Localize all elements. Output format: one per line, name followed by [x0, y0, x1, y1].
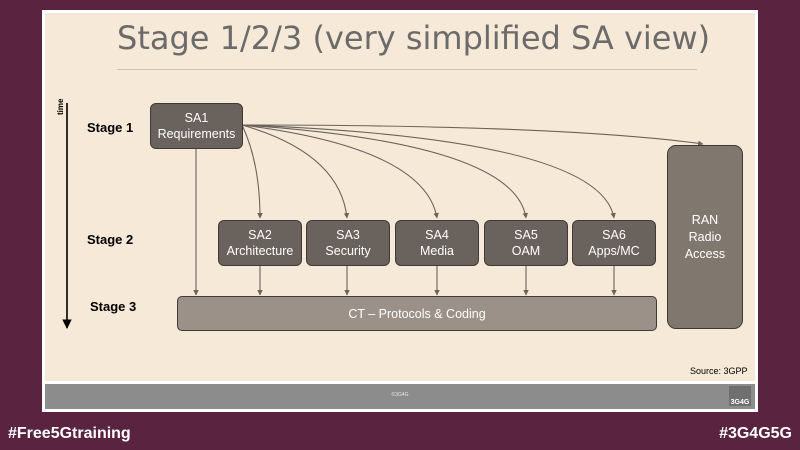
- source-note: Source: 3GPP: [690, 366, 748, 376]
- ct-protocols-coding-box: CT – Protocols & Coding: [177, 296, 657, 331]
- slide: Stage 1/2/3 (very simplified SA view): [42, 10, 758, 412]
- ran-radio-access-box: RAN Radio Access: [667, 145, 743, 329]
- title-rule: [117, 69, 697, 70]
- time-axis-label: time: [56, 98, 65, 115]
- slide-title: Stage 1/2/3 (very simplified SA view): [117, 19, 711, 57]
- sa4-box-name: SA4: [425, 228, 449, 242]
- sa6-box-name: SA6: [602, 228, 626, 242]
- slide-footer: ©3G4G 3G4G: [45, 384, 755, 409]
- ct-box-label: CT – Protocols & Coding: [348, 306, 486, 321]
- arrow-sa1-to-sa6: [241, 124, 616, 219]
- sa3-security-box: SA3 Security: [306, 220, 390, 266]
- arrow-sa1-to-sa3: [241, 124, 350, 219]
- stage-2-label: Stage 2: [87, 232, 134, 247]
- sa2-box-role: Architecture: [226, 244, 294, 258]
- sa2-box-name: SA2: [248, 228, 272, 242]
- footer-copyright: ©3G4G: [391, 392, 409, 398]
- sa5-box-role: OAM: [511, 244, 541, 258]
- sa1-box-name: SA1: [184, 111, 209, 125]
- diagram-connectors: [62, 103, 704, 329]
- sa1-box-role: Requirements: [157, 127, 236, 141]
- footer-logo: 3G4G: [729, 386, 751, 406]
- arrow-sa1-to-ran: [241, 124, 704, 147]
- sa4-media-box: SA4 Media: [395, 220, 479, 266]
- sa6-box-role: Apps/MC: [588, 244, 640, 258]
- stage-3-label: Stage 3: [90, 299, 137, 314]
- ran-box-line-1: RAN: [691, 212, 719, 227]
- arrow-sa1-to-sa5: [241, 124, 528, 219]
- sa3-box-role: Security: [325, 244, 371, 258]
- ran-box-line-3: Access: [684, 246, 726, 261]
- ran-box-line-2: Radio: [688, 229, 722, 244]
- slide-content: Stage 1/2/3 (very simplified SA view): [45, 13, 755, 381]
- arrow-sa1-to-sa2: [241, 124, 263, 219]
- sa6-apps-mc-box: SA6 Apps/MC: [572, 220, 656, 266]
- arrow-sa1-to-sa4: [241, 124, 439, 219]
- sa5-box-name: SA5: [514, 228, 538, 242]
- stage-1-label: Stage 1: [87, 120, 134, 135]
- sa4-box-role: Media: [419, 244, 455, 258]
- hashtag-right: #3G4G5G: [719, 425, 792, 442]
- sa1-requirements-box: SA1 Requirements: [150, 103, 243, 149]
- sa2-architecture-box: SA2 Architecture: [218, 220, 302, 266]
- hashtag-left: #Free5Gtraining: [8, 425, 131, 442]
- sa5-oam-box: SA5 OAM: [484, 220, 568, 266]
- sa3-box-name: SA3: [336, 228, 360, 242]
